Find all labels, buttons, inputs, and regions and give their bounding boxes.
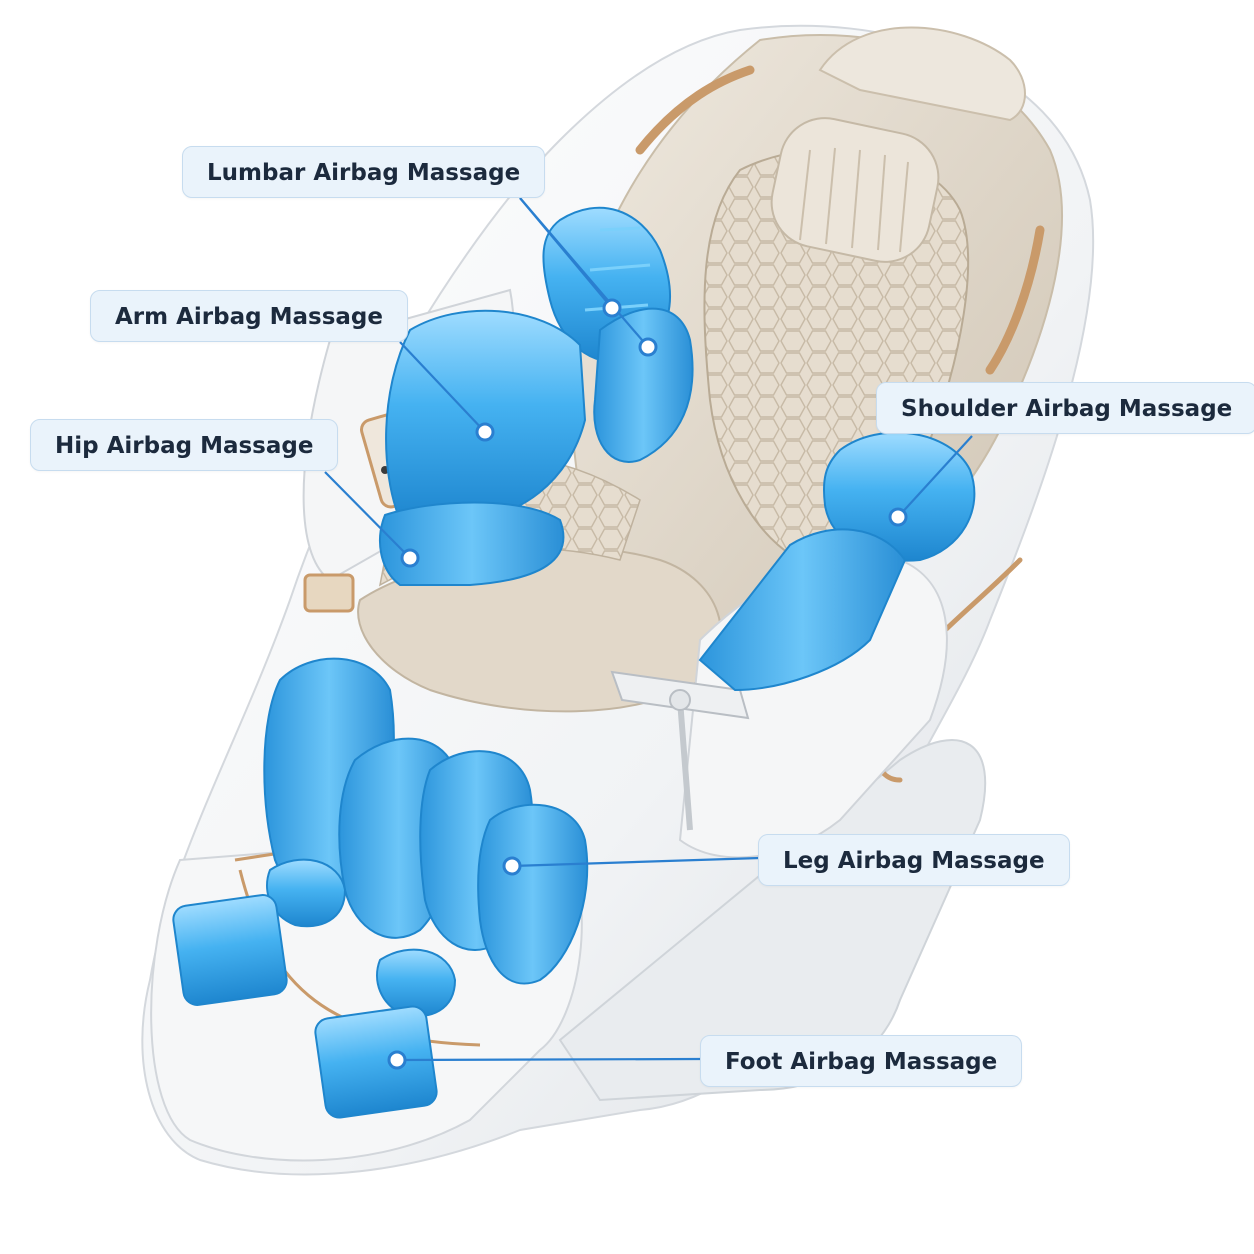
label-hip-airbag-massage: Hip Airbag Massage [30,419,339,471]
label-foot-airbag-massage: Foot Airbag Massage [700,1035,1023,1087]
label-leg-airbag-massage: Leg Airbag Massage [758,834,1070,886]
gold-trim-left [635,65,755,155]
lumbar-airbag [542,206,694,463]
leader-lines [324,197,973,1062]
label-shoulder-airbag-massage: Shoulder Airbag Massage [876,382,1254,434]
label-lumbar-airbag-massage: Lumbar Airbag Massage [182,146,546,198]
hip-airbag [379,501,565,586]
marker-dots [387,298,908,1070]
foot-airbag-right [314,1005,438,1119]
leg-airbags [263,657,589,1018]
gold-trim-right [985,225,1045,375]
head-pillow [770,117,940,263]
label-arm-airbag-massage: Arm Airbag Massage [90,290,408,342]
foot-airbag-left [172,894,288,1006]
headrest [818,26,1026,122]
tablet-mount [610,670,750,831]
arm-airbag [385,309,587,521]
shoulder-airbag [698,431,976,692]
